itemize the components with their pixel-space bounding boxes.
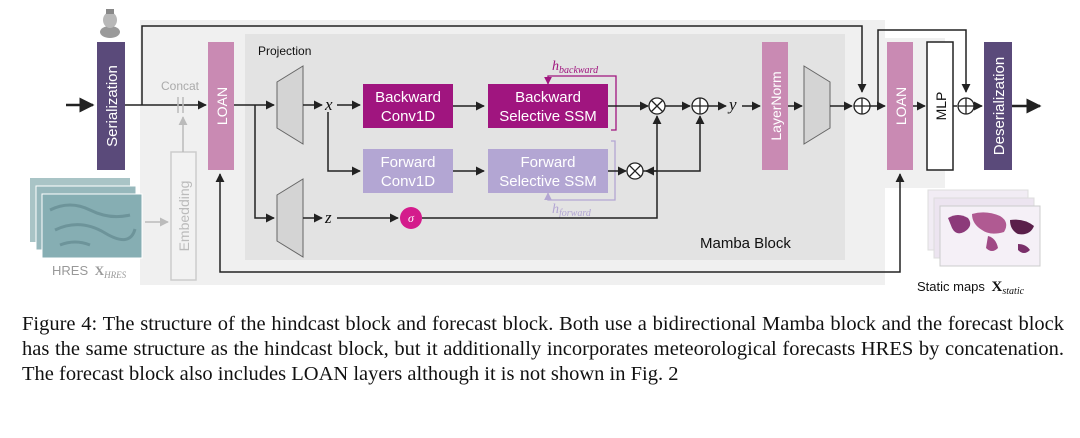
output-projection bbox=[803, 65, 831, 145]
serialization-icon bbox=[100, 9, 120, 38]
backward-ssm-block bbox=[488, 84, 608, 128]
forward-ssm-line2: Selective SSM bbox=[499, 173, 597, 190]
hres-maps-image bbox=[30, 178, 143, 259]
forward-conv-line1: Forward bbox=[380, 154, 435, 171]
loan-label: LOAN bbox=[214, 87, 230, 125]
serialization-label: Serialization bbox=[104, 65, 121, 147]
embedding-label: Embedding bbox=[176, 181, 192, 252]
h-forward-loop bbox=[544, 140, 616, 201]
projection-label: Projection bbox=[258, 44, 311, 58]
forward-ssm-line1: Forward bbox=[520, 154, 575, 171]
sigma-gate bbox=[400, 207, 422, 229]
z-variable: z bbox=[324, 208, 332, 227]
backward-conv-line2: Conv1D bbox=[381, 108, 435, 125]
serialization-block bbox=[97, 42, 125, 170]
skip-connection-top bbox=[141, 25, 867, 105]
hres-label: HRES XHRES bbox=[52, 263, 127, 280]
backward-ssm-line1: Backward bbox=[515, 89, 581, 106]
mlp-label: MLP bbox=[933, 92, 949, 121]
skip-connection-second bbox=[877, 29, 971, 106]
backward-conv-line1: Backward bbox=[375, 89, 441, 106]
deserialization-block bbox=[984, 42, 1012, 170]
embedding-block bbox=[170, 151, 197, 281]
mamba-block-panel bbox=[245, 34, 845, 260]
layernorm-label: LayerNorm bbox=[768, 71, 784, 140]
loan-block bbox=[208, 42, 234, 170]
layernorm-block bbox=[762, 42, 788, 170]
concat-label: Concat bbox=[161, 79, 200, 93]
forward-conv-line2: Conv1D bbox=[381, 173, 435, 190]
deserialization-label: Deserialization bbox=[991, 57, 1008, 155]
backward-ssm-line2: Selective SSM bbox=[499, 108, 597, 125]
static-maps-label: Static maps Xstatic bbox=[917, 279, 1025, 297]
h-backward-label: hbackward bbox=[552, 59, 599, 76]
figure-caption: Figure 4: The structure of the hindcast … bbox=[22, 313, 1064, 385]
projection-upper bbox=[276, 65, 304, 145]
architecture-figure: Serialization Concat Embedding HRES XHRE… bbox=[30, 9, 1042, 297]
forward-ssm-block bbox=[488, 149, 608, 193]
static-maps-image bbox=[927, 189, 1041, 267]
projection-lower bbox=[276, 178, 304, 258]
h-forward-label: hforward bbox=[552, 202, 592, 219]
y-variable: y bbox=[727, 95, 737, 114]
forward-conv1d-block bbox=[363, 149, 453, 193]
loan-label-2: LOAN bbox=[893, 87, 909, 125]
mamba-block-label: Mamba Block bbox=[700, 235, 791, 252]
gate-line bbox=[422, 115, 662, 219]
h-backward-loop bbox=[544, 75, 617, 131]
loan-block-2 bbox=[887, 42, 913, 170]
sigma-symbol: σ bbox=[408, 211, 415, 225]
static-maps-feedback-line bbox=[215, 173, 901, 273]
x-variable: x bbox=[324, 95, 333, 114]
backward-conv1d-block bbox=[363, 84, 453, 128]
